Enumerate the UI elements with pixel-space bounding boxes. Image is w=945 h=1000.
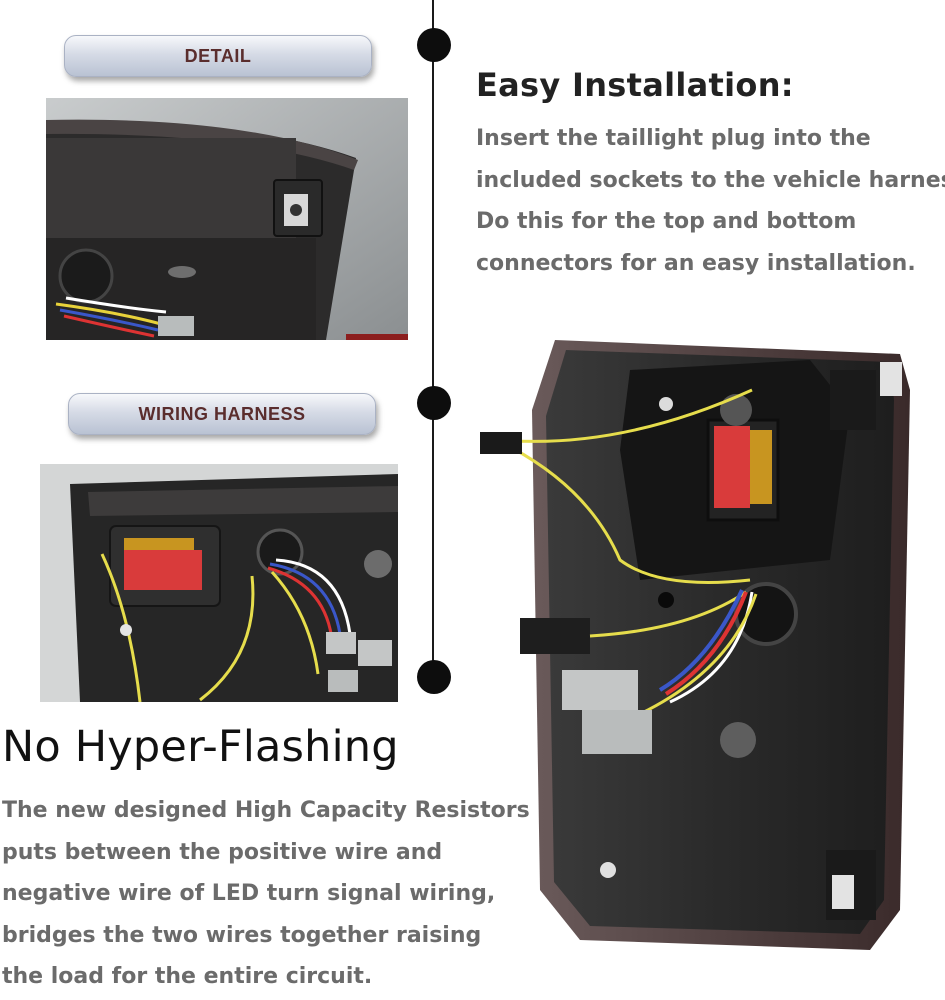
taillight-illustration [480, 340, 910, 950]
hyper-flashing-line: bridges the two wires together raising [2, 922, 482, 948]
wiring-harness-label-text: WIRING HARNESS [138, 404, 306, 424]
installation-text: Insert the taillight plug into the inclu… [476, 118, 945, 284]
installation-line: included sockets to the vehicle harness. [476, 167, 945, 193]
timeline-dot-1 [417, 28, 451, 62]
hyper-flashing-line: puts between the positive wire and [2, 839, 443, 865]
detail-label-text: DETAIL [184, 46, 252, 66]
hyper-flashing-line: The new designed High Capacity Resistors [2, 798, 530, 823]
installation-heading: Easy Installation: [476, 66, 794, 104]
timeline-dot-2 [417, 386, 451, 420]
timeline-line [432, 0, 434, 690]
installation-line: connectors for an easy installation. [476, 250, 916, 276]
wiring-photo-illustration [40, 464, 398, 702]
detail-photo-illustration [46, 98, 408, 340]
hyper-flashing-text: The new designed High Capacity Resistors… [2, 790, 530, 998]
wiring-photo [40, 464, 398, 702]
wiring-harness-label: WIRING HARNESS [68, 393, 376, 435]
installation-line: Insert the taillight plug into the [476, 126, 871, 151]
detail-label: DETAIL [64, 35, 372, 77]
hyper-flashing-line: the load for the entire circuit. [2, 964, 373, 989]
hyper-flashing-line: negative wire of LED turn signal wiring, [2, 881, 496, 906]
taillight-photo [470, 330, 945, 950]
hyper-flashing-heading: No Hyper-Flashing [2, 722, 399, 772]
detail-photo [46, 98, 408, 340]
installation-line: Do this for the top and bottom [476, 209, 857, 234]
timeline-dot-3 [417, 660, 451, 694]
